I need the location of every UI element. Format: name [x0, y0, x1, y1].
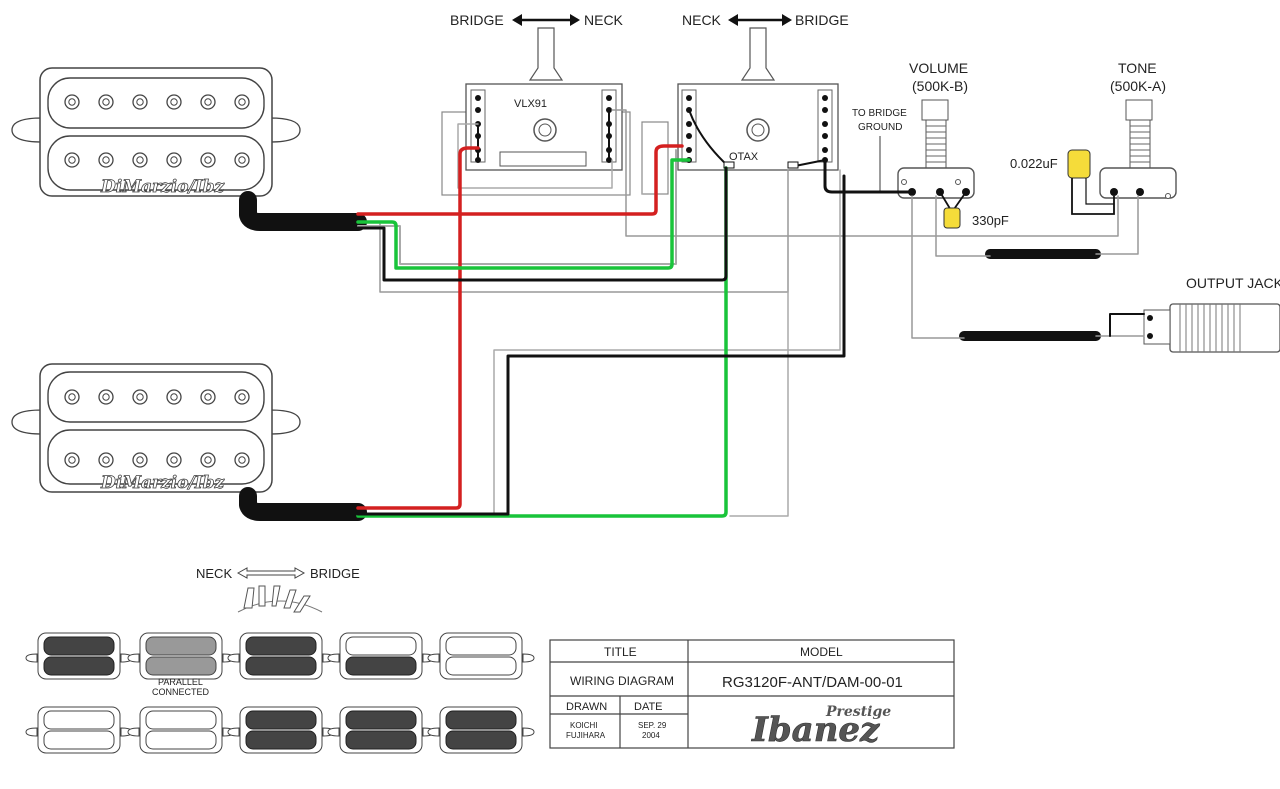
bridge-ground-wire — [879, 136, 892, 193]
bridge-pickup-left-ear — [11, 409, 43, 435]
tone-capacitor-label: 0.022uF — [1010, 156, 1058, 171]
legend-pickup-2-3 — [227, 706, 335, 754]
date-value-1: SEP. 29 — [638, 721, 667, 730]
title-block — [549, 639, 955, 749]
prestige-logo-script: Prestige — [825, 704, 891, 720]
parallel-note-2: CONNECTED — [152, 687, 210, 697]
bridge-ground-note-1: TO BRIDGE — [852, 108, 907, 119]
neck-pickup-coil-top — [47, 77, 265, 129]
bridge-pickup-cable — [239, 487, 367, 521]
legend-neck-label: NECK — [196, 566, 232, 581]
legend-pickup-2-5 — [427, 706, 535, 754]
legend-pickup-2-1 — [25, 706, 133, 754]
switch1-label-neck: NECK — [584, 12, 624, 28]
neck-pickup-left-ear — [11, 117, 43, 143]
output-jack: OUTPUT JACK — [1143, 275, 1280, 353]
neck-pickup-coil-bottom — [47, 135, 265, 191]
legend-pickup-1-5 — [427, 632, 535, 680]
drawn-header: DRAWN — [566, 701, 607, 713]
bridge-pickup-coil-top — [47, 371, 265, 423]
legend-pickup-1-4 — [327, 632, 435, 680]
title-header: TITLE — [604, 645, 637, 659]
legend-row-top — [25, 632, 535, 680]
red-wire-neck — [356, 144, 684, 216]
legend-pickup-2-2 — [127, 706, 235, 754]
parallel-note-1: PARALLEL — [158, 677, 203, 687]
treble-bleed-body — [943, 207, 961, 229]
legend-pickup-1-1 — [25, 632, 133, 680]
tone-value: (500K-A) — [1110, 78, 1166, 94]
selector-legend: NECK BRIDGE — [25, 566, 535, 754]
switch2-lever — [740, 27, 776, 81]
bridge-pickup-brand: DiMarzio/Ibz — [100, 473, 224, 493]
switch2-direction: NECK BRIDGE — [682, 12, 849, 28]
five-way-positions-icon — [237, 585, 323, 613]
switch-to-volume-wire — [823, 158, 914, 194]
legend-pickup-2-4 — [327, 706, 435, 754]
title-block-text: TITLE MODEL WIRING DIAGRAM RG3120F-ANT/D… — [566, 645, 903, 750]
output-jack-label: OUTPUT JACK — [1186, 275, 1280, 291]
switch1-direction: BRIDGE NECK — [450, 12, 624, 28]
volume-label: VOLUME — [909, 60, 968, 76]
bridge-pickup: DiMarzio/Ibz — [11, 363, 301, 493]
legend-pickup-1-2 — [127, 632, 235, 680]
neck-pickup-cable — [239, 191, 367, 231]
volume-value: (500K-B) — [912, 78, 968, 94]
date-value-2: 2004 — [642, 731, 660, 740]
bridge-pickup-coil-bottom — [47, 429, 265, 485]
tone-capacitor-body — [1067, 149, 1091, 179]
drawn-value-1: KOICHI — [570, 721, 598, 730]
switch2-label-neck: NECK — [682, 12, 722, 28]
switch2-lugs-left — [681, 89, 697, 163]
drawn-value-2: FUJIHARA — [566, 731, 606, 740]
neck-pickup: DiMarzio/Ibz — [11, 67, 301, 197]
switch-vlx91: VLX91 — [441, 27, 631, 196]
switch-otax: OTAX — [641, 27, 839, 195]
ibanez-logo: Ibanez — [751, 710, 880, 750]
legend-pickup-1-3 — [227, 632, 335, 680]
switch2-model-label: OTAX — [729, 151, 759, 163]
wires — [239, 109, 1145, 521]
treble-bleed-capacitor: 330pF — [939, 191, 1009, 229]
switch1-label-bridge: BRIDGE — [450, 12, 504, 28]
switch1-lever — [528, 27, 564, 81]
red-wire-bridge — [356, 146, 480, 510]
treble-bleed-label: 330pF — [972, 213, 1009, 228]
legend-row-bottom — [25, 706, 535, 754]
switch2-label-bridge: BRIDGE — [795, 12, 849, 28]
green-wire-neck — [356, 158, 691, 270]
switch2-lugs-right — [817, 89, 833, 163]
tone-capacitor: 0.022uF — [1010, 149, 1115, 215]
black-wire-bridge — [356, 174, 846, 516]
model-header: MODEL — [800, 645, 843, 659]
neck-pickup-right-ear — [269, 117, 301, 143]
black-wire-neck — [356, 166, 728, 282]
title-value: WIRING DIAGRAM — [570, 674, 674, 688]
bridge-pickup-right-ear — [269, 409, 301, 435]
neck-pickup-brand: DiMarzio/Ibz — [100, 177, 224, 197]
green-wire-bridge — [356, 166, 728, 518]
bridge-ground-note-2: GROUND — [858, 122, 902, 133]
volume-pot: VOLUME (500K-B) — [897, 60, 975, 199]
legend-bridge-label: BRIDGE — [310, 566, 360, 581]
tone-label: TONE — [1118, 60, 1157, 76]
model-value: RG3120F-ANT/DAM-00-01 — [722, 674, 903, 691]
tone-pot: TONE (500K-A) — [1099, 60, 1177, 199]
switch1-model-label: VLX91 — [514, 98, 547, 110]
date-header: DATE — [634, 701, 663, 713]
